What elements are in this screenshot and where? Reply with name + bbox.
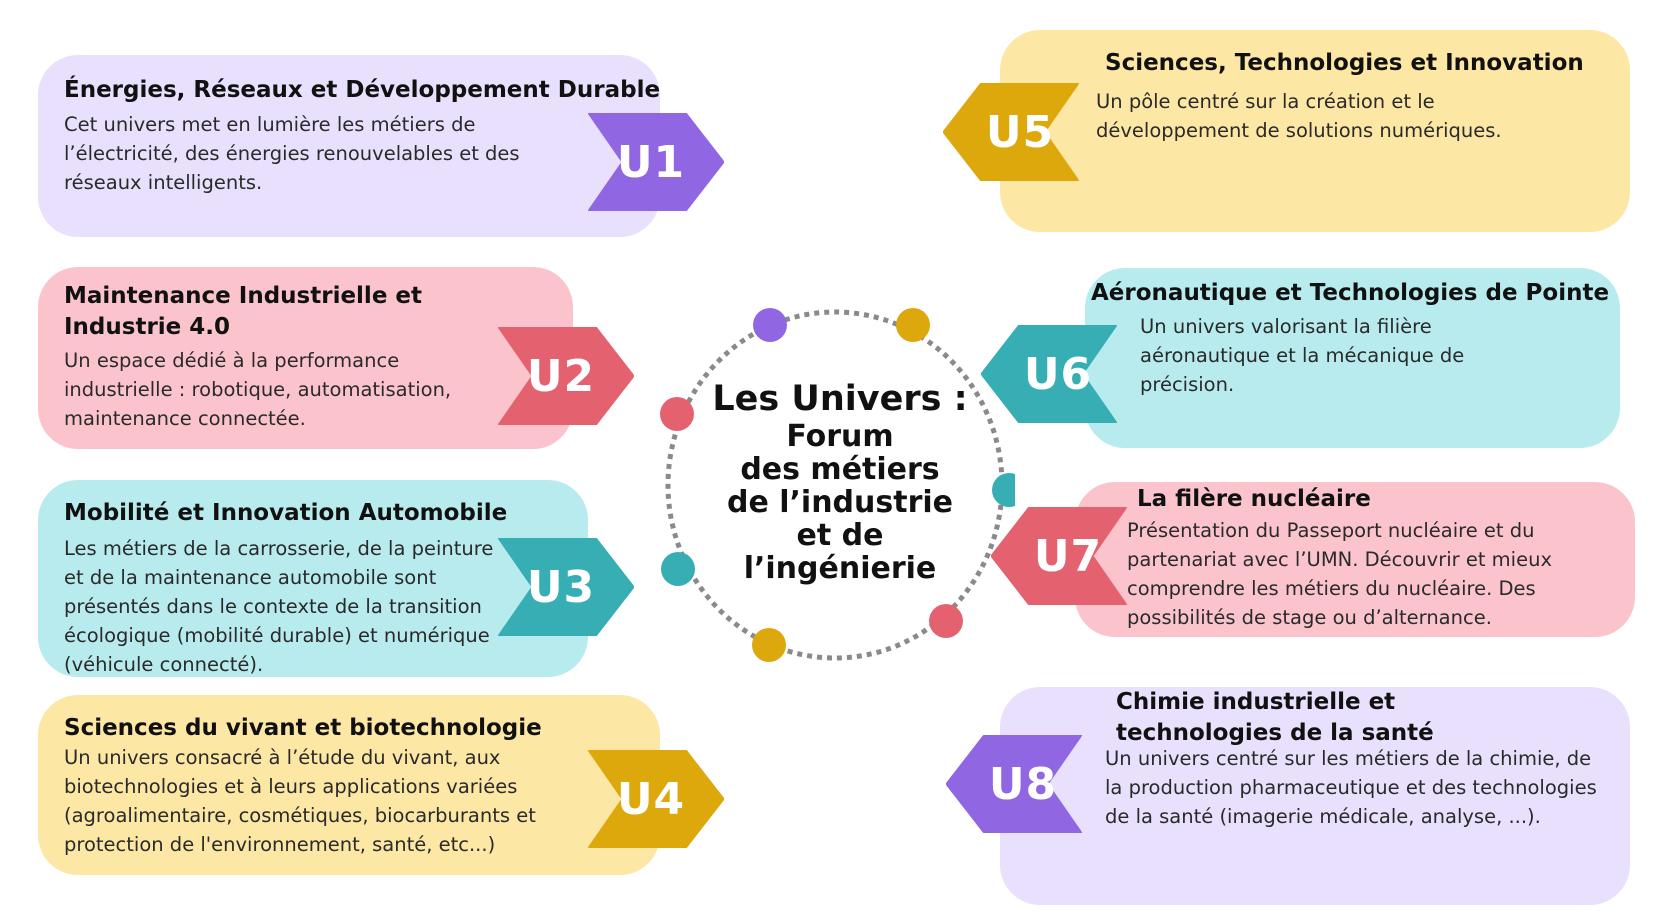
badge-chevron-shape <box>498 327 634 425</box>
universe-card-u5: Sciences, Technologies et Innovation Un … <box>1000 30 1630 232</box>
badge-chevron-shape <box>946 735 1082 833</box>
universe-code: U5 <box>985 106 1055 158</box>
universe-description: Un espace dédié à la performance industr… <box>64 349 452 430</box>
universe-code: U7 <box>1033 530 1103 582</box>
universe-badge-u2: U2 <box>493 327 635 425</box>
universe-code: U1 <box>616 136 686 188</box>
universe-card-u8: Chimie industrielle et technologies de l… <box>1000 687 1630 905</box>
ring-dot-pink <box>929 604 963 638</box>
universe-title: Aéronautique et Technologies de Pointe <box>1091 280 1610 306</box>
universe-card-u1: Énergies, Réseaux et Développement Durab… <box>38 55 660 237</box>
universe-description: Un univers consacré à l’étude du vivant,… <box>64 746 536 856</box>
ring-dot-yellow <box>752 628 786 662</box>
universe-title: Maintenance Industrielle et Industrie 4.… <box>64 283 423 340</box>
universe-description: Un univers valorisant la filière aéronau… <box>1140 315 1465 396</box>
universe-badge-u6: U6 <box>980 325 1122 423</box>
ring-dot-teal <box>992 473 1015 507</box>
universe-description: Cet univers met en lumière les métiers d… <box>64 113 520 194</box>
hub-title-line: Les Univers : <box>712 379 968 419</box>
ring-dot-pink <box>660 397 694 431</box>
universe-badge-u7: U7 <box>990 507 1132 605</box>
universe-description: Un univers centré sur les métiers de la … <box>1105 747 1597 828</box>
hub-title-line: Forum <box>786 419 894 454</box>
universe-title: Sciences, Technologies et Innovation <box>1105 50 1584 76</box>
universe-title: Mobilité et Innovation Automobile <box>64 500 508 526</box>
universe-title: Énergies, Réseaux et Développement Durab… <box>64 77 661 103</box>
hub-title-line: des métiers <box>740 452 940 487</box>
hub-title-line: de l’industrie <box>726 485 954 520</box>
ring-dot-purple <box>753 308 787 342</box>
universe-code: U6 <box>1023 348 1093 400</box>
universe-code: U4 <box>616 773 686 825</box>
badge-chevron-shape <box>588 750 724 848</box>
universe-description: Présentation du Passeport nucléaire et d… <box>1127 519 1552 629</box>
universe-card-u6: Aéronautique et Technologies de Pointe U… <box>1085 268 1620 448</box>
badge-chevron-shape <box>943 83 1079 181</box>
badge-chevron-shape <box>588 113 724 211</box>
universe-code: U2 <box>526 350 596 402</box>
universe-card-u2: Maintenance Industrielle et Industrie 4.… <box>38 267 573 449</box>
central-dotted-ring <box>660 308 1015 662</box>
ring-dot-yellow <box>896 308 930 342</box>
universe-title: Sciences du vivant et biotechnologie <box>64 715 542 741</box>
universe-code: U3 <box>526 561 596 613</box>
hub-title-line: l’ingénierie <box>743 551 937 586</box>
universe-description: Les métiers de la carrosserie, de la pei… <box>64 537 494 676</box>
universe-code: U8 <box>988 758 1058 810</box>
universe-badge-u8: U8 <box>945 735 1087 833</box>
universe-badge-u5: U5 <box>942 83 1084 181</box>
universe-card-u4: Sciences du vivant et biotechnologie Un … <box>38 695 660 875</box>
universe-badge-u1: U1 <box>583 113 725 211</box>
hub-title: Les Univers : Forum des métiers de l’ind… <box>690 378 990 585</box>
hub-title-line: et de <box>796 518 884 553</box>
ring-dot-teal <box>661 552 695 586</box>
badge-chevron-shape <box>498 538 634 636</box>
universe-description: Un pôle centré sur la création et le dév… <box>1096 90 1502 142</box>
badge-chevron-shape <box>981 325 1117 423</box>
universe-card-u7: La filère nucléaire Présentation du Pass… <box>1075 482 1635 637</box>
universe-badge-u3: U3 <box>493 538 635 636</box>
universe-title: La filère nucléaire <box>1137 486 1371 512</box>
universe-badge-u4: U4 <box>583 750 725 848</box>
badge-chevron-shape <box>991 507 1127 605</box>
universe-card-u3: Mobilité et Innovation Automobile Les mé… <box>38 480 588 677</box>
universe-title: Chimie industrielle et technologies de l… <box>1116 689 1434 746</box>
